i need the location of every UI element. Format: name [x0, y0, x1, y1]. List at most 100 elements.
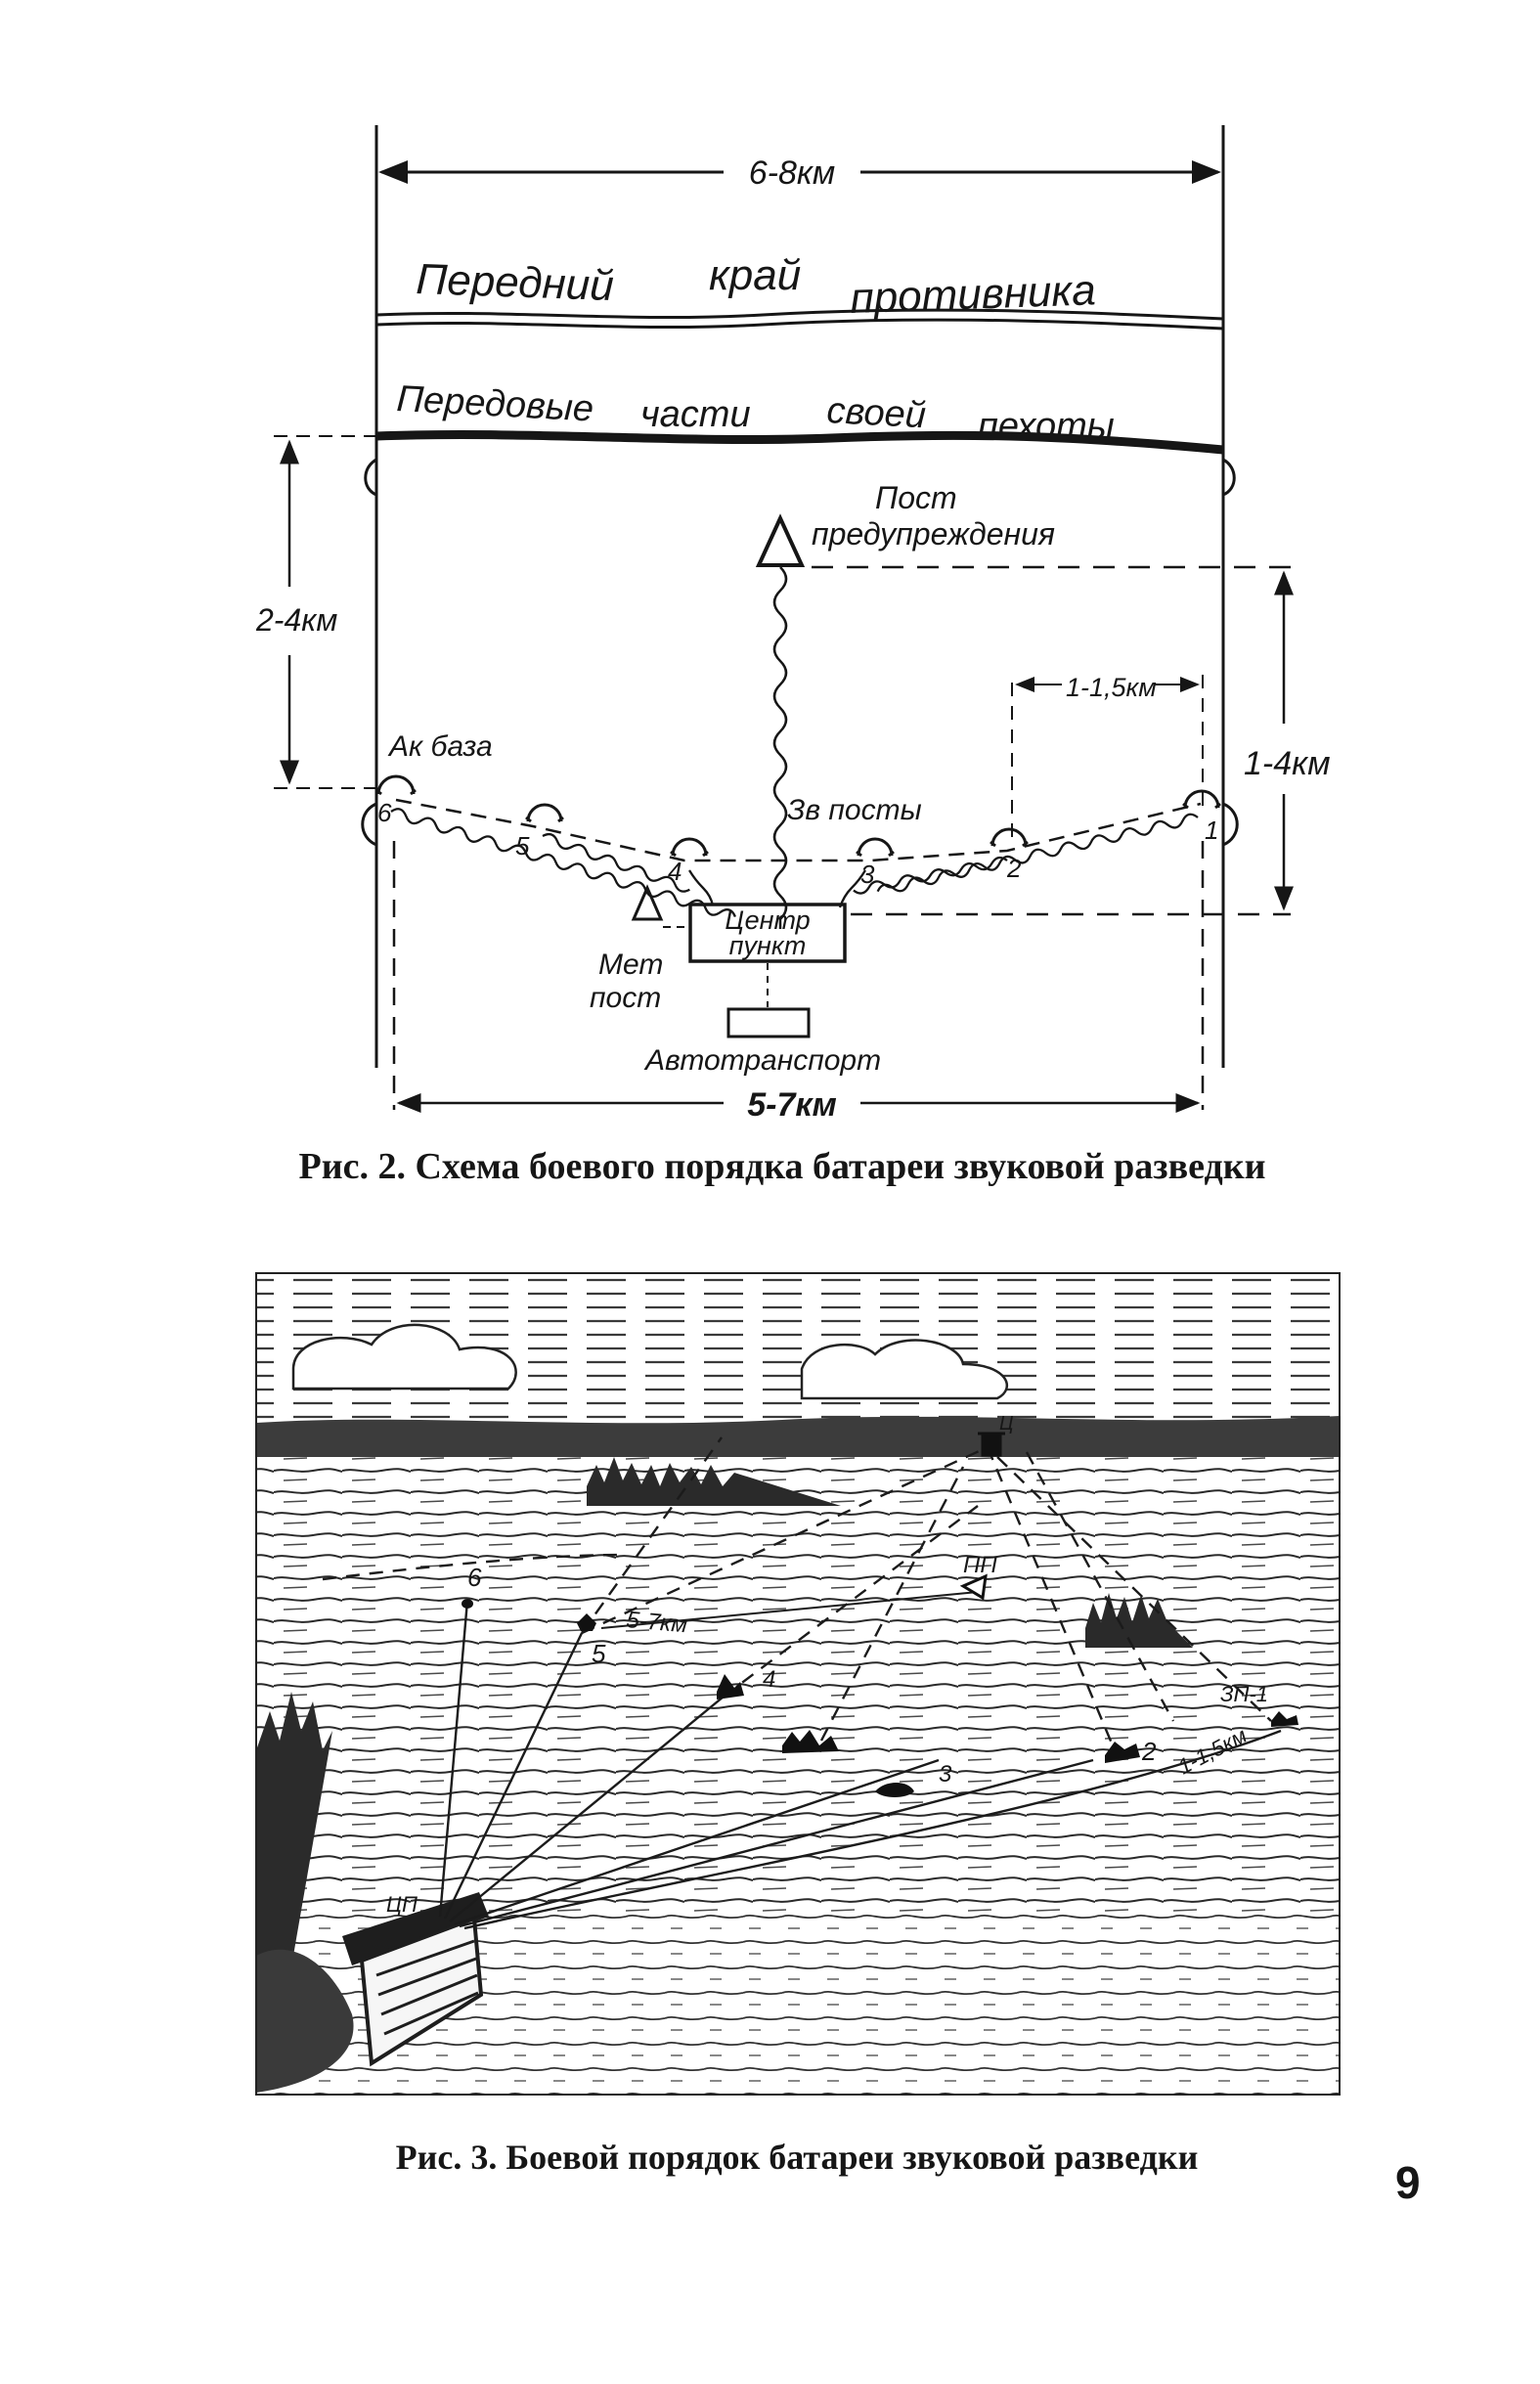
fig3-label-target: Ц — [999, 1413, 1014, 1435]
motor-transport-label: Автотранспорт — [643, 1044, 881, 1077]
base-dashed-left — [322, 1553, 627, 1581]
sound-post-3 — [856, 837, 895, 858]
figure-3-caption: Рис. 3. Боевой порядок батареи звуковой … — [396, 2138, 1199, 2177]
wire-cp-1 — [463, 1729, 1282, 1930]
post-number-6: 6 — [377, 798, 392, 827]
figure-3-illustration: 6 5 4 3 2 5-7км 1-1,5км ПП ЗП-1 ЦП Ц — [255, 1272, 1341, 2096]
dugout-boards — [375, 1939, 479, 2036]
cp-wires — [438, 1600, 1282, 1930]
line-5-pp — [600, 1591, 979, 1629]
wire-cp-4 — [449, 1696, 725, 1922]
sight-3-target — [819, 1466, 965, 1742]
right-bulge-lower — [1222, 802, 1239, 847]
wire-cp-5 — [443, 1632, 584, 1920]
warning-post-line-2: предупреждения — [812, 516, 1055, 552]
post-3-vehicle — [875, 1783, 914, 1797]
post-6-figure — [462, 1599, 473, 1609]
post-1-figure — [1271, 1711, 1298, 1727]
sound-post-5 — [525, 803, 564, 823]
fig3-label-2: 2 — [1141, 1737, 1157, 1766]
fig3-label-pp: ПП — [963, 1552, 997, 1578]
figure-2-caption: Рис. 2. Схема боевого порядка батареи зв… — [299, 1146, 1266, 1187]
target-marker — [978, 1432, 1005, 1457]
own-infantry-word-2: части — [640, 394, 751, 435]
met-post-line-1: Мет — [598, 949, 663, 981]
figure-2-labels: 6-8км Передний край противника Передовые… — [255, 155, 1331, 1187]
post-4-figure — [717, 1674, 744, 1700]
dim-bottom-label: 5-7км — [747, 1086, 837, 1124]
post-5-figure — [577, 1613, 596, 1631]
warning-post-triangle — [755, 513, 806, 567]
wire-6-center — [390, 808, 736, 918]
field-hatching — [256, 1455, 1340, 1915]
warning-post-link — [772, 566, 788, 929]
warning-post-line-1: Пост — [875, 480, 957, 515]
page-number: 9 — [1395, 2157, 1421, 2208]
sound-post-6 — [375, 774, 417, 796]
fig3-label-6: 6 — [467, 1563, 482, 1592]
dashed-sight-lines — [322, 1436, 1272, 1751]
bushes-left — [256, 1692, 332, 1956]
bank-left — [256, 1949, 354, 2093]
sound-post-4 — [670, 837, 709, 858]
figure-2-diagram — [274, 125, 1294, 1113]
post-2-figure — [1105, 1742, 1140, 1763]
own-infantry-line — [375, 429, 1224, 455]
post-number-5: 5 — [515, 831, 530, 861]
dim-spacing-label: 1-1,5км — [1066, 673, 1157, 702]
post-number-4: 4 — [668, 857, 682, 886]
center-point-line-2: пункт — [729, 931, 807, 960]
own-infantry-word-4: пехоты — [978, 406, 1115, 447]
illustration-border — [255, 1272, 1341, 2096]
dim-top-label: 6-8км — [749, 155, 836, 192]
motor-transport-box — [726, 1007, 811, 1038]
enemy-front-line-2 — [375, 318, 1224, 331]
acoustic-base-label: Ак база — [387, 730, 493, 763]
left-bulge-lower — [361, 802, 377, 847]
cloud-right — [800, 1339, 1009, 1400]
met-post-line-2: пост — [590, 982, 661, 1014]
dugout-wall — [359, 1916, 484, 2067]
horizon-band — [256, 1416, 1340, 1457]
fig3-label-zp: ЗП-1 — [1220, 1682, 1268, 1706]
sight-5-target-b — [581, 1445, 989, 1635]
wire-2-center — [853, 856, 1008, 895]
dim-left-label: 2-4км — [255, 602, 337, 638]
center-point-line-1: Центр — [725, 905, 810, 935]
sight-target-2 — [986, 1446, 1117, 1751]
pp-triangle — [959, 1573, 988, 1601]
right-bulge-upper — [1222, 458, 1236, 497]
wire-cp-2 — [459, 1758, 1094, 1928]
enemy-edge-word-1: Передний — [416, 255, 615, 310]
fig3-label-5: 5 — [592, 1639, 606, 1668]
post-number-3: 3 — [860, 860, 875, 889]
wire-4-center — [688, 869, 715, 906]
dugout-roof — [342, 1892, 489, 1965]
cloud-left — [291, 1323, 517, 1391]
sound-posts-label: Зв посты — [787, 794, 922, 826]
dim-right-label: 1-4км — [1244, 745, 1331, 782]
wire-cp-6 — [438, 1600, 469, 1918]
post-3-bush — [782, 1730, 839, 1753]
wire-cp-3 — [454, 1758, 940, 1926]
fig3-label-base: 5-7км — [625, 1607, 688, 1638]
enemy-edge-word-2: край — [709, 251, 801, 299]
own-infantry-word-1: Передовые — [396, 378, 594, 429]
post-number-1: 1 — [1205, 816, 1218, 845]
fig3-label-cp: ЦП — [386, 1892, 418, 1917]
sight-5-target-a — [581, 1436, 723, 1634]
acoustic-base-chord — [395, 798, 1202, 862]
wire-1-center — [876, 813, 1199, 893]
enemy-edge-word-3: противника — [850, 266, 1097, 323]
own-infantry-word-3: своей — [826, 390, 927, 436]
fig3-label-4: 4 — [763, 1666, 775, 1693]
fig3-label-3: 3 — [939, 1761, 952, 1788]
tree-line-far — [587, 1457, 841, 1506]
center-point-box — [688, 903, 847, 963]
sound-post-2 — [990, 827, 1029, 848]
wire-5-center — [542, 832, 690, 893]
post-number-2: 2 — [1006, 854, 1022, 883]
met-post-triangle — [631, 884, 664, 921]
sight-target-2b — [1025, 1451, 1175, 1722]
